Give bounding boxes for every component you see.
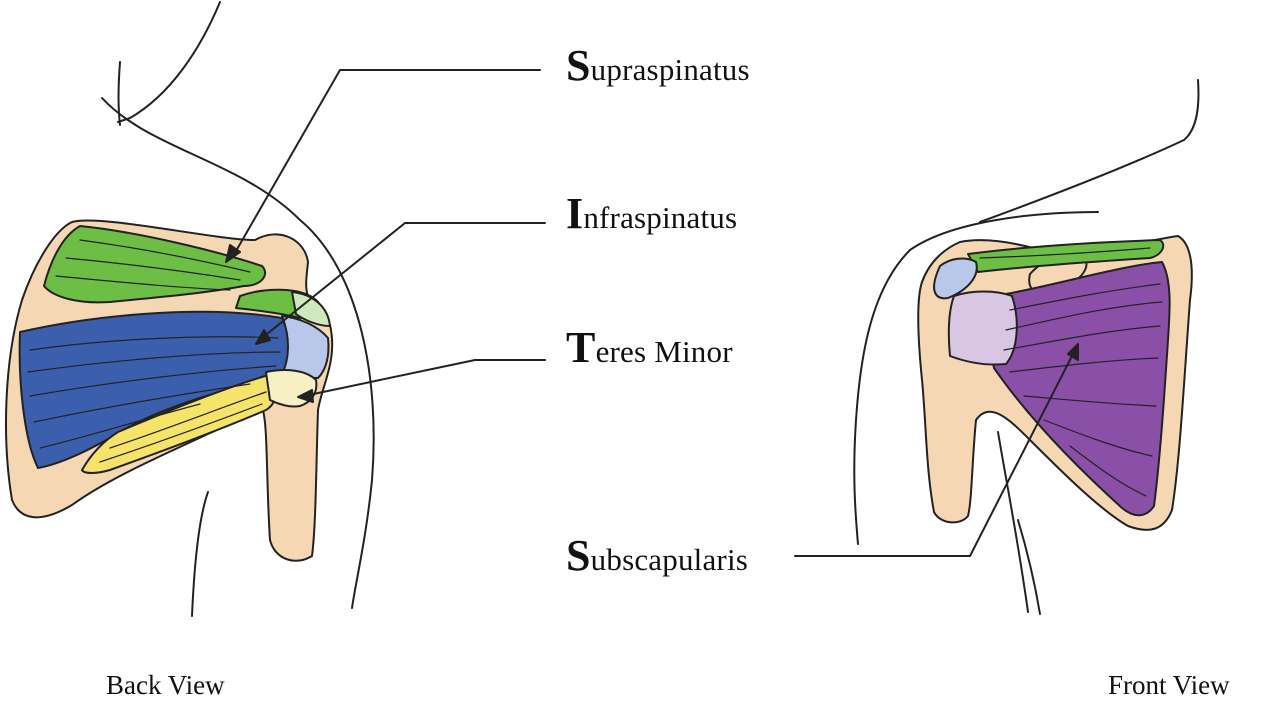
infraspinatus-pointer-line [261, 222, 546, 339]
label-subscapularis: Subscapularis [566, 530, 748, 581]
subscapularis-pointer-line [794, 351, 1075, 557]
back-neck-outline [117, 1, 221, 123]
label-infraspinatus-rest: nfraspinatus [583, 200, 738, 235]
front-view-label: Front View [1108, 670, 1230, 700]
teres-minor-pointer-arrow [297, 389, 314, 403]
label-supraspinatus-rest: upraspinatus [590, 52, 750, 87]
front-view-figure [794, 79, 1200, 615]
back-view-figure [5, 1, 546, 617]
label-teres-minor-initial: T [566, 323, 596, 372]
front-torso-outline [997, 431, 1029, 613]
label-subscapularis-rest: ubscapularis [590, 542, 749, 577]
front-supraspinatus-muscle [967, 239, 1165, 273]
label-subscapularis-initial: S [566, 531, 591, 580]
back-infraspinatus-tendon [281, 315, 330, 379]
back-neck-outline-inner [117, 61, 121, 126]
front-subscapularis-muscle [990, 261, 1171, 517]
back-supraspinatus-tendon [291, 291, 331, 327]
front-muscle-fibers [979, 247, 1163, 497]
supraspinatus-pointer-arrow [225, 244, 241, 263]
label-infraspinatus-initial: I [566, 189, 584, 238]
front-supraspinatus-tendon [933, 257, 978, 300]
back-torso-outline [191, 491, 209, 617]
front-shoulder-outline [853, 211, 1099, 545]
front-subscapularis-tendon [947, 290, 1018, 366]
label-infraspinatus: Infraspinatus [566, 188, 737, 239]
back-muscle-fibers [27, 239, 281, 463]
front-neck-outline [979, 79, 1200, 223]
back-supraspinatus-muscle [43, 225, 267, 304]
label-supraspinatus-initial: S [566, 41, 591, 90]
supraspinatus-pointer-line [231, 69, 541, 259]
back-view-label: Back View [106, 670, 225, 700]
subscapularis-pointer-arrow [1067, 343, 1079, 361]
teres-minor-pointer-line [303, 359, 546, 397]
back-shoulder-outline [101, 97, 375, 609]
label-supraspinatus: Supraspinatus [566, 40, 750, 91]
infraspinatus-pointer-arrow [255, 329, 271, 345]
front-torso-outline-2 [1017, 519, 1041, 615]
label-teres-minor: Teres Minor [566, 322, 733, 373]
label-teres-minor-rest: eres Minor [595, 334, 733, 369]
